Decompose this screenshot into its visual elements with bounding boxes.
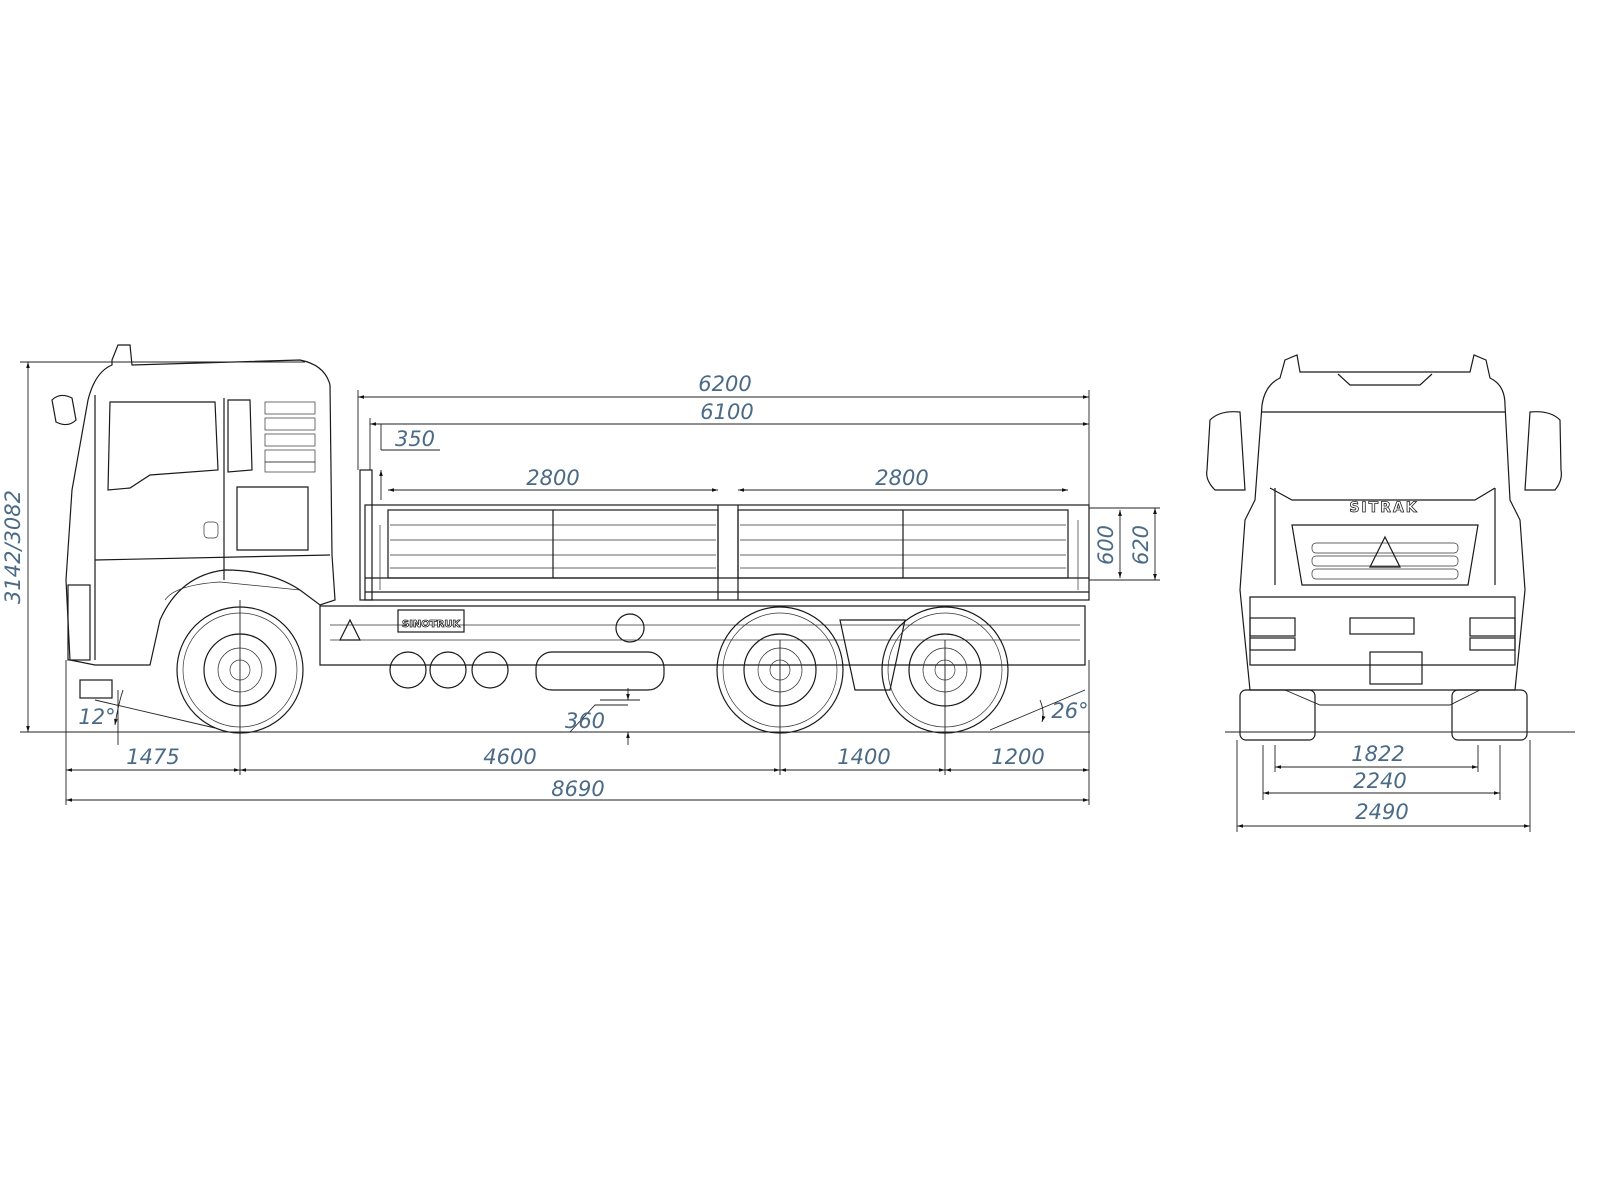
approach-angle-line bbox=[94, 699, 216, 729]
dim-620: 620 bbox=[1129, 525, 1153, 565]
dim-6100: 6100 bbox=[700, 400, 753, 424]
dim-departure-angle: 26° bbox=[1051, 699, 1088, 723]
left-mirror bbox=[1206, 411, 1246, 491]
front-dimensions: 1822 2240 2490 bbox=[1237, 742, 1530, 828]
battery-box bbox=[397, 609, 465, 633]
dim-1200: 1200 bbox=[991, 745, 1044, 769]
brand-emblem bbox=[1369, 535, 1401, 568]
mirror bbox=[51, 394, 77, 426]
dim-1475: 1475 bbox=[126, 745, 179, 769]
dim-350: 350 bbox=[395, 427, 435, 451]
dim-2490: 2490 bbox=[1355, 800, 1408, 824]
dim-2240: 2240 bbox=[1353, 769, 1406, 793]
dim-approach-angle: 12° bbox=[78, 705, 115, 729]
bumper bbox=[1249, 596, 1516, 685]
step bbox=[79, 679, 113, 699]
dim-6200: 6200 bbox=[698, 372, 751, 396]
dim-2800-front: 2800 bbox=[526, 466, 579, 490]
front-view: SITRAK 1822 2240 bbox=[1206, 354, 1575, 832]
cab-front bbox=[1239, 354, 1526, 691]
dim-2800-rear: 2800 bbox=[875, 466, 928, 490]
dim-1400: 1400 bbox=[837, 745, 890, 769]
grille bbox=[1291, 524, 1479, 586]
fuel-tank bbox=[535, 651, 665, 691]
departure-angle-line bbox=[989, 689, 1086, 731]
headboard bbox=[359, 469, 373, 601]
chassis-logo: SINOTRUK bbox=[402, 619, 461, 630]
tandem-suspension bbox=[839, 619, 906, 691]
right-mirror bbox=[1524, 411, 1562, 491]
dim-4600: 4600 bbox=[483, 745, 536, 769]
grille-logo: SITRAK bbox=[1349, 500, 1418, 516]
dim-8690: 8690 bbox=[551, 777, 604, 801]
dim-overall-height: 3142/3082 bbox=[1, 490, 25, 604]
side-dimensions: 6200 6100 350 2800 2800 600 620 3142/308… bbox=[1, 361, 1160, 802]
chassis: SINOTRUK bbox=[319, 605, 1086, 691]
front-tires bbox=[1239, 689, 1528, 741]
cab-vents bbox=[264, 401, 316, 473]
cab bbox=[51, 344, 336, 699]
cargo-body bbox=[359, 469, 1090, 601]
dim-1822: 1822 bbox=[1351, 742, 1404, 766]
side-view: SINOTRUK 6200 bbox=[1, 344, 1160, 805]
dim-ground-clearance: 360 bbox=[565, 709, 605, 733]
dim-600: 600 bbox=[1094, 525, 1118, 565]
headlamp bbox=[67, 584, 91, 661]
